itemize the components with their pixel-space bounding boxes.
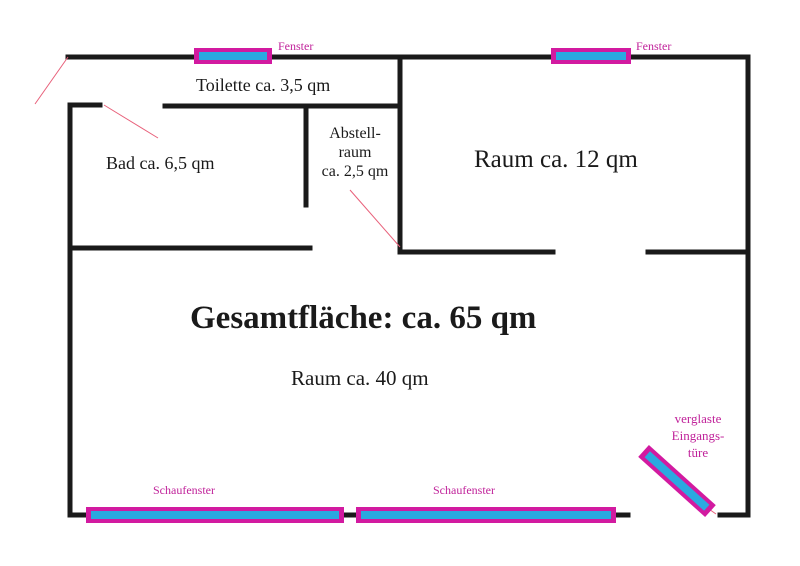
room-40-label: Raum ca. 40 qm (291, 366, 429, 390)
door-swing-entrance (34, 56, 69, 105)
storage-label-line-1: Abstell- (329, 125, 381, 142)
door-swing-bath (103, 104, 159, 139)
door-swing-storage (349, 189, 401, 248)
window-top-left-glass (199, 52, 267, 60)
glazed-entrance-door-glass (644, 451, 710, 511)
window-label-top-left: Fenster (278, 39, 314, 53)
storage-label-line-2: raum (338, 144, 372, 161)
room-12-label: Raum ca. 12 qm (474, 146, 638, 173)
bath-label: Bad ca. 6,5 qm (106, 153, 215, 173)
storage-label-line-3: ca. 2,5 qm (321, 163, 389, 180)
shop-window-label-right: Schaufenster (433, 483, 495, 497)
door-label-line-3: türe (687, 445, 709, 460)
window-label-top-right: Fenster (636, 39, 672, 53)
toilet-label: Toilette ca. 3,5 qm (196, 75, 331, 95)
shop-window-right-glass (361, 511, 611, 519)
entrance-door-label: verglaste Eingangs- türe (658, 410, 738, 461)
window-top-right-glass (556, 52, 626, 60)
shop-window-label-left: Schaufenster (153, 483, 215, 497)
shop-window-left-glass (91, 511, 339, 519)
total-area-title: Gesamtfläche: ca. 65 qm (190, 300, 537, 336)
door-label-line-1: verglaste (674, 411, 722, 426)
storage-room-label: Abstell- raum ca. 2,5 qm (312, 124, 398, 181)
door-label-line-2: Eingangs- (671, 428, 725, 443)
